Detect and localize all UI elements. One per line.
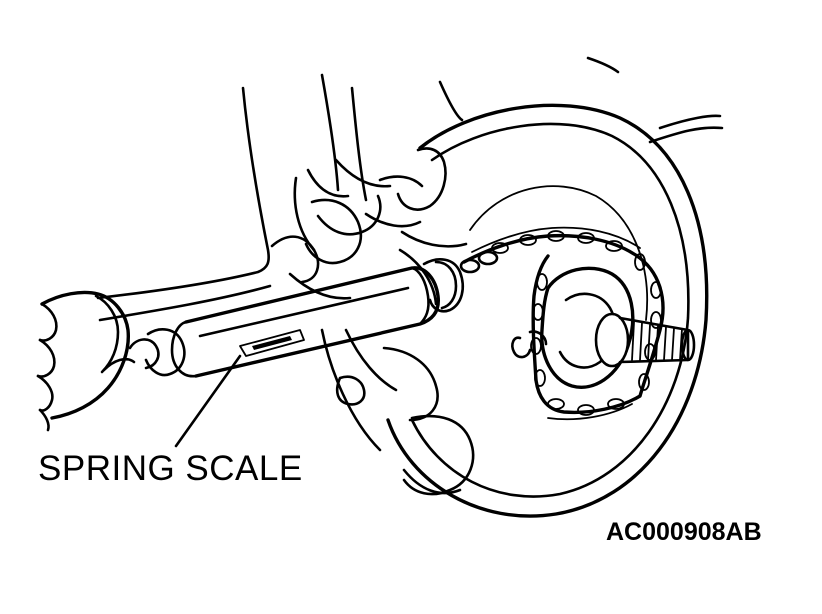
figure-code: AC000908AB	[606, 518, 762, 546]
callout-leader	[174, 354, 242, 448]
chain-links	[491, 230, 662, 416]
stud-threads	[631, 321, 683, 361]
scale-hook-links	[459, 250, 499, 274]
brake-disc	[386, 103, 709, 518]
hand	[36, 290, 136, 432]
callout-label: SPRING SCALE	[38, 449, 303, 488]
chain	[459, 226, 665, 421]
spring-scale	[128, 258, 464, 378]
steering-knuckle	[270, 147, 475, 496]
chain-hook	[511, 330, 548, 359]
fender-outline	[96, 56, 724, 322]
wheel-hub	[540, 266, 696, 389]
